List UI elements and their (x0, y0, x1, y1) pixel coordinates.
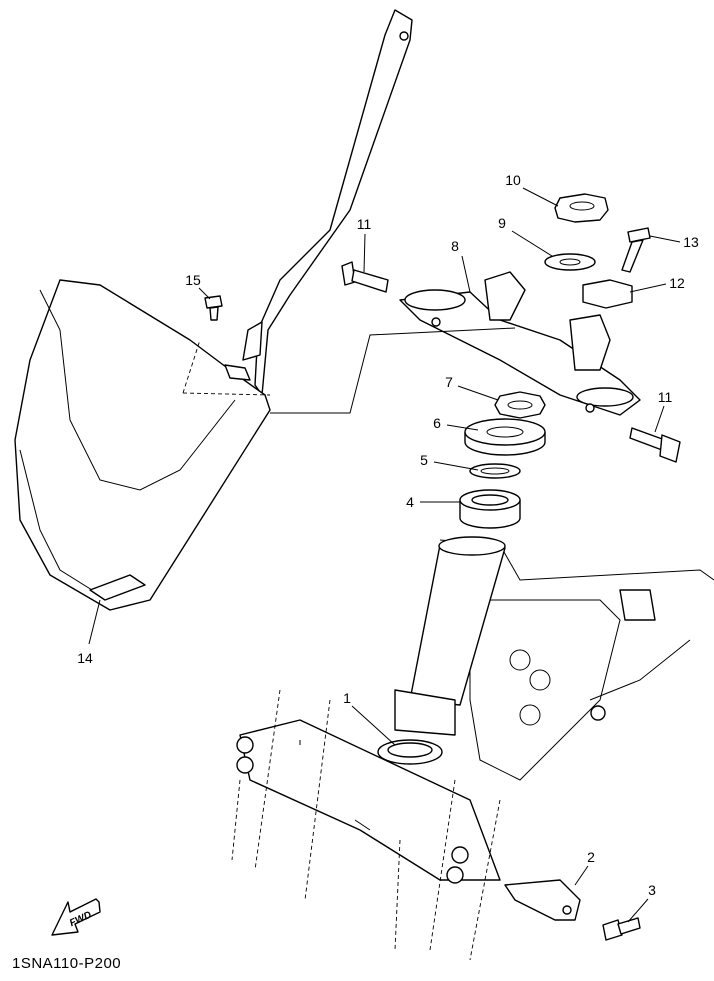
part-4-bearing (459, 489, 521, 529)
callouts: 1 2 3 4 5 6 7 8 9 10 11 11 12 13 14 15 (77, 172, 699, 898)
leader-lines (88, 187, 681, 923)
callout-14: 14 (77, 650, 93, 666)
callout-7: 7 (445, 374, 453, 390)
part-5-washer (469, 463, 521, 479)
callout-15: 15 (185, 272, 201, 288)
callout-11-right: 11 (658, 389, 673, 405)
fwd-arrow-icon: FWD (51, 898, 101, 936)
callout-10: 10 (505, 172, 521, 188)
lower-bracket (236, 719, 501, 884)
part-11-bolt-top (341, 261, 389, 293)
part-12-holder-cap (582, 279, 633, 309)
callout-12: 12 (669, 275, 685, 291)
part-14-number-plate (14, 9, 516, 611)
fork-tubes (231, 689, 501, 961)
callout-9: 9 (498, 215, 506, 231)
frame-outline (439, 539, 714, 781)
callout-11-top: 11 (357, 216, 372, 232)
part-10-nut (554, 193, 609, 223)
part-8-upper-bracket (399, 271, 641, 416)
part-2-bracket (504, 879, 581, 921)
callout-13: 13 (683, 234, 699, 250)
part-11-bolt-right (629, 427, 681, 463)
callout-1: 1 (343, 690, 351, 706)
callout-3: 3 (648, 882, 656, 898)
part-3-screw (602, 917, 641, 941)
part-13-bolt (621, 227, 651, 273)
callout-2: 2 (587, 849, 595, 865)
part-6-washer (464, 418, 546, 456)
part-9-washer (544, 253, 596, 271)
part-15-screw (204, 295, 223, 321)
callout-8: 8 (451, 238, 459, 254)
callout-5: 5 (420, 452, 428, 468)
callout-6: 6 (433, 415, 441, 431)
part-1-bearing (377, 739, 443, 765)
diagram-code: 1SNA110-P200 (12, 955, 122, 972)
callout-4: 4 (406, 494, 414, 510)
part-7-ring-nut (494, 391, 546, 419)
